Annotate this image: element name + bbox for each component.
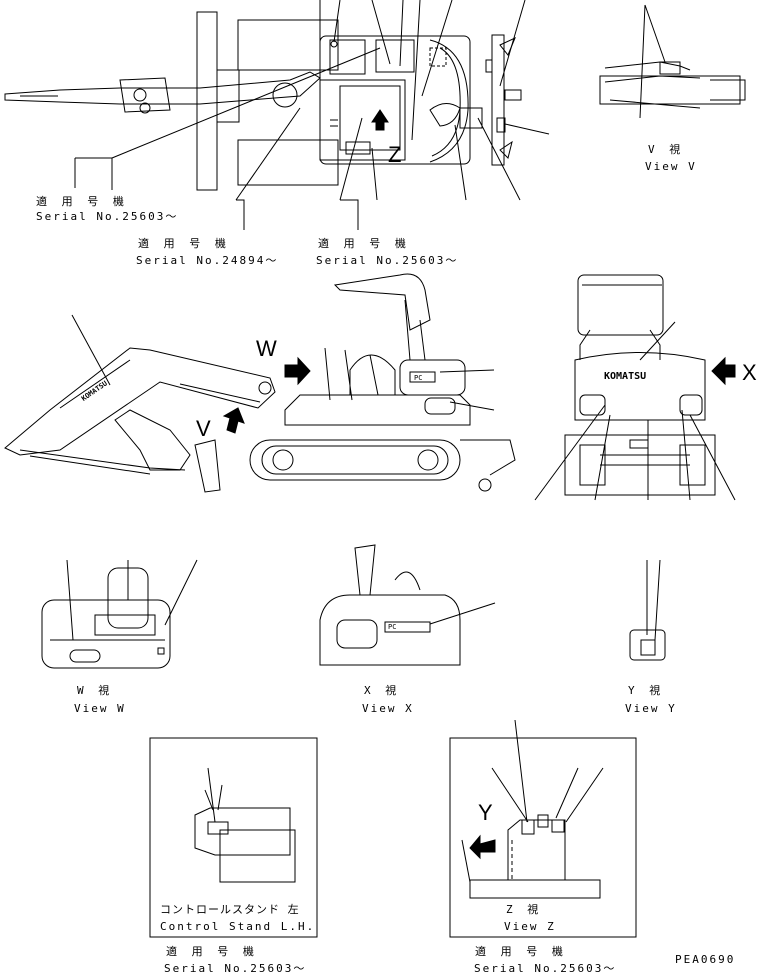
view-y-en: View Y	[625, 702, 677, 715]
view-x-jp: X 視	[364, 684, 401, 697]
side-pc-decal: PC	[414, 374, 423, 382]
control-stand-box	[149, 737, 318, 938]
rear-komatsu-decal: KOMATSU	[604, 371, 647, 382]
rear-view-x	[534, 274, 736, 501]
view-x-pc-decal: PC	[388, 623, 397, 631]
view-x-en: View X	[362, 702, 414, 715]
bottom-left-serial: Serial No.25603〜	[164, 962, 307, 975]
letter-y: Y	[478, 800, 493, 825]
top-label-a-serial: Serial No.25603〜	[36, 210, 179, 223]
top-plan-view	[4, 0, 550, 230]
view-w-en: View W	[74, 702, 126, 715]
view-y-detail	[629, 559, 666, 661]
view-z-jp: Z 視	[506, 903, 543, 916]
letter-v: V	[196, 416, 211, 441]
letter-x: X	[742, 360, 757, 385]
top-label-b-jp: 適 用 号 機	[138, 237, 230, 250]
side-view-excavator	[4, 273, 516, 493]
view-v-jp: V 視	[648, 143, 685, 156]
bottom-left-jp: 適 用 号 機	[166, 945, 258, 958]
drawing-id: PEA0690	[675, 953, 736, 966]
top-label-b-serial: Serial No.24894〜	[136, 254, 279, 267]
bottom-right-serial: Serial No.25603〜	[474, 962, 617, 975]
control-stand-en: Control Stand L.H.	[160, 920, 316, 933]
view-x-detail	[319, 544, 496, 666]
view-v-detail	[599, 4, 746, 119]
view-y-jp: Y 視	[628, 684, 665, 697]
view-w-jp: W 視	[77, 684, 114, 697]
letter-z-top: Z	[388, 142, 402, 167]
top-label-a-jp: 適 用 号 機	[36, 195, 128, 208]
view-z-box	[449, 719, 637, 938]
control-stand-jp: コントロールスタンド 左	[160, 903, 300, 916]
bottom-right-jp: 適 用 号 機	[475, 945, 567, 958]
view-v-en: View V	[645, 160, 697, 173]
top-label-c-jp: 適 用 号 機	[318, 237, 410, 250]
letter-w: W	[256, 336, 277, 361]
view-z-en: View Z	[504, 920, 556, 933]
top-label-c-serial: Serial No.25603〜	[316, 254, 459, 267]
view-w-detail	[41, 559, 198, 669]
